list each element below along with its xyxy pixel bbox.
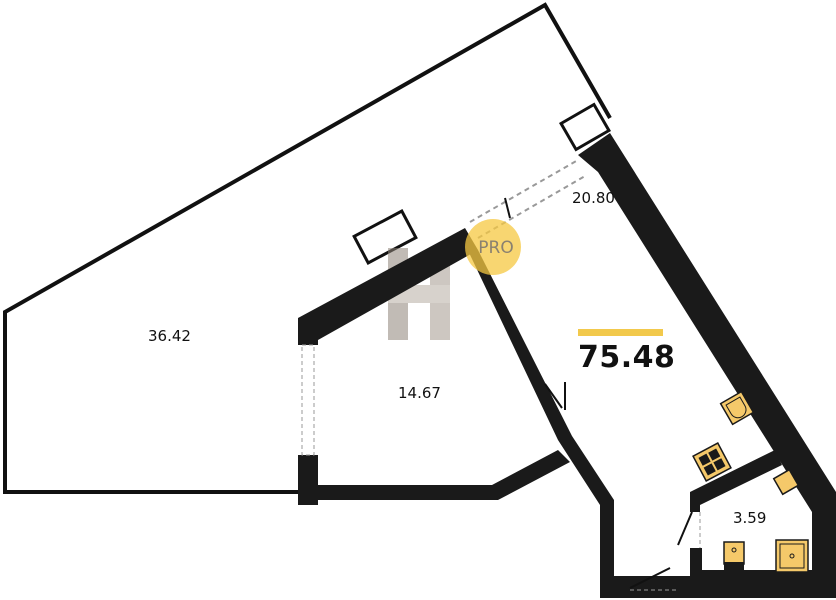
wall <box>600 576 836 598</box>
balcony-outline <box>3 2 612 494</box>
door-room <box>544 383 563 409</box>
balcony-door <box>469 159 579 223</box>
wall <box>690 548 702 598</box>
toilet-icon <box>723 541 745 572</box>
room-area-balcony: 36.42 <box>148 327 191 345</box>
total-area: 75.48 <box>578 340 676 375</box>
sink-icon <box>719 390 755 426</box>
accent-bar <box>578 329 663 336</box>
wall <box>463 240 614 598</box>
room-area-bathroom: 3.59 <box>733 509 767 527</box>
shower-icon <box>775 539 809 573</box>
wall <box>578 133 836 598</box>
entrance-door <box>629 567 671 589</box>
wall <box>700 570 812 576</box>
stove-icon <box>692 442 732 482</box>
wall <box>298 228 478 345</box>
room-area-kitchen-living: 20.80 <box>572 189 615 207</box>
window <box>301 344 315 456</box>
pro-badge: PRO <box>478 238 514 258</box>
pro-badge-circle <box>465 219 521 275</box>
balcony-box <box>558 102 612 152</box>
room-area-room: 14.67 <box>398 384 441 402</box>
wall <box>690 450 782 512</box>
wall <box>318 450 570 500</box>
door-bathroom <box>677 511 693 546</box>
wall <box>298 455 318 505</box>
washbasin-icon <box>772 468 800 496</box>
